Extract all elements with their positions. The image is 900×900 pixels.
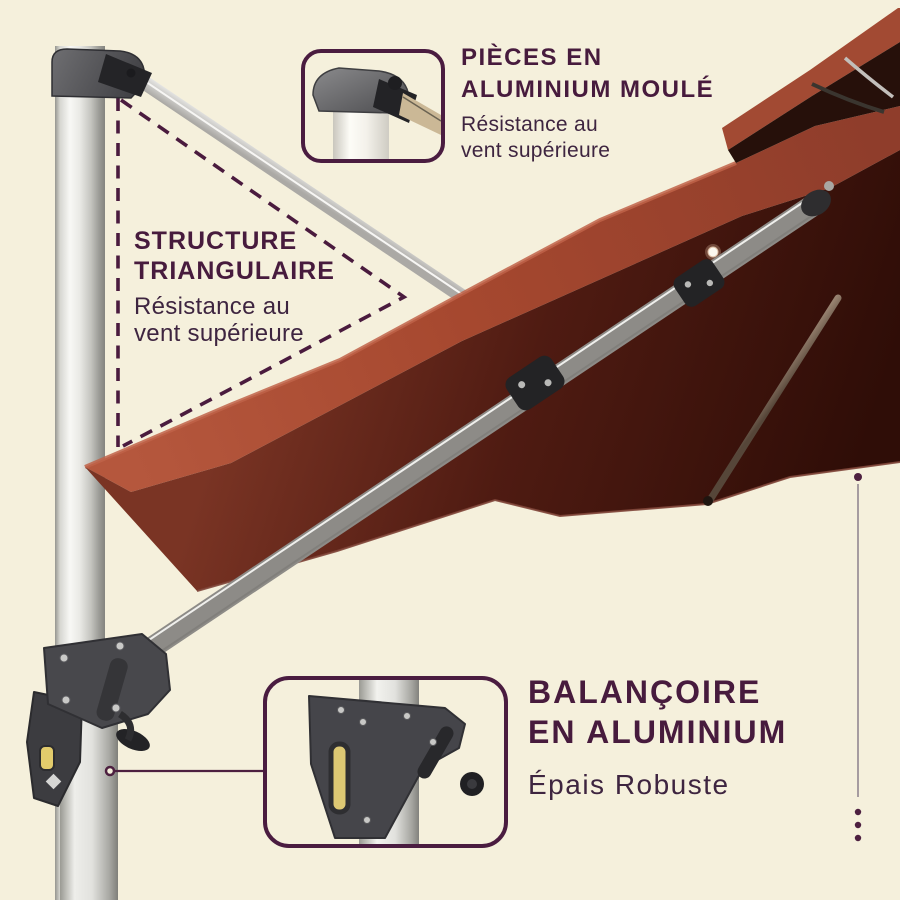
canopy-edge-highlight [84,161,737,469]
canopy-rib [706,294,842,504]
wind-vent-flap [722,8,900,150]
measure-line [854,473,862,842]
detail-crank-arm [417,726,454,779]
annotation-title-line: ALUMINIUM MOULÉ [461,76,715,103]
crank-yellow-slot [39,745,55,771]
wind-vent-opening [728,42,900,163]
crank-screws [59,641,125,713]
detail-photo-cast-cap [312,67,441,159]
detail-crank-knob-center [467,779,477,789]
annotation-subtitle-line: vent supérieure [461,139,611,162]
detail-tan-arm [399,93,441,135]
detail-arm-edge [402,96,441,122]
detail-crank-yellow-slot [328,741,351,815]
ellipsis-dots [854,808,862,842]
crank-handle-knob [116,728,150,752]
hub-pin [824,181,834,191]
crank-hook [117,711,135,742]
callout-box-cast-aluminum [301,49,445,163]
arm-hub-hardware [801,189,831,217]
annotation-triangular-structure: STRUCTURE TRIANGULAIRE Résistance au ven… [134,226,335,347]
detail-crank-screws [337,706,437,824]
detail-photo-crank [308,680,484,844]
callout-connector-ring [104,765,116,777]
annotation-title-line: STRUCTURE [134,227,298,255]
vent-support-rod-dark [811,82,885,114]
rib-end-cap [703,496,713,506]
canopy-light-dot [707,246,719,258]
annotation-aluminum-crank: BALANÇOIRE EN ALUMINIUM Épais Robuste [528,672,787,802]
pole-cap-cast-aluminum [51,48,152,99]
annotation-subtitle-line: Épais Robuste [528,769,730,800]
triangle-diagonal-edges [119,98,408,448]
canopy-top-surface [85,106,900,492]
arm-joint-clamp-1 [505,355,565,411]
annotation-cast-aluminum: PIÈCES EN ALUMINIUM MOULÉ Résistance au … [461,42,714,164]
cantilever-arm-upper [104,52,476,309]
canopy-bottom-piping [196,461,900,592]
crank-mechanism [26,633,171,807]
callout-box-crank [263,676,508,848]
annotation-subtitle-line: Résistance au [461,113,598,136]
annotation-subtitle-line: Résistance au [134,293,290,320]
dashed-triangle-annotation [116,98,408,448]
arm-joint-clamp-2 [673,259,725,307]
annotation-title-line: BALANÇOIRE [528,674,762,710]
detail-cap-knob [388,76,402,90]
annotation-subtitle-line: vent supérieure [134,320,304,347]
annotation-title-line: PIÈCES EN [461,44,603,71]
annotation-title-line: EN ALUMINIUM [528,714,788,750]
vent-support-rod [843,56,895,99]
canopy-underside [85,150,900,591]
annotation-title-line: TRIANGULAIRE [134,257,335,285]
